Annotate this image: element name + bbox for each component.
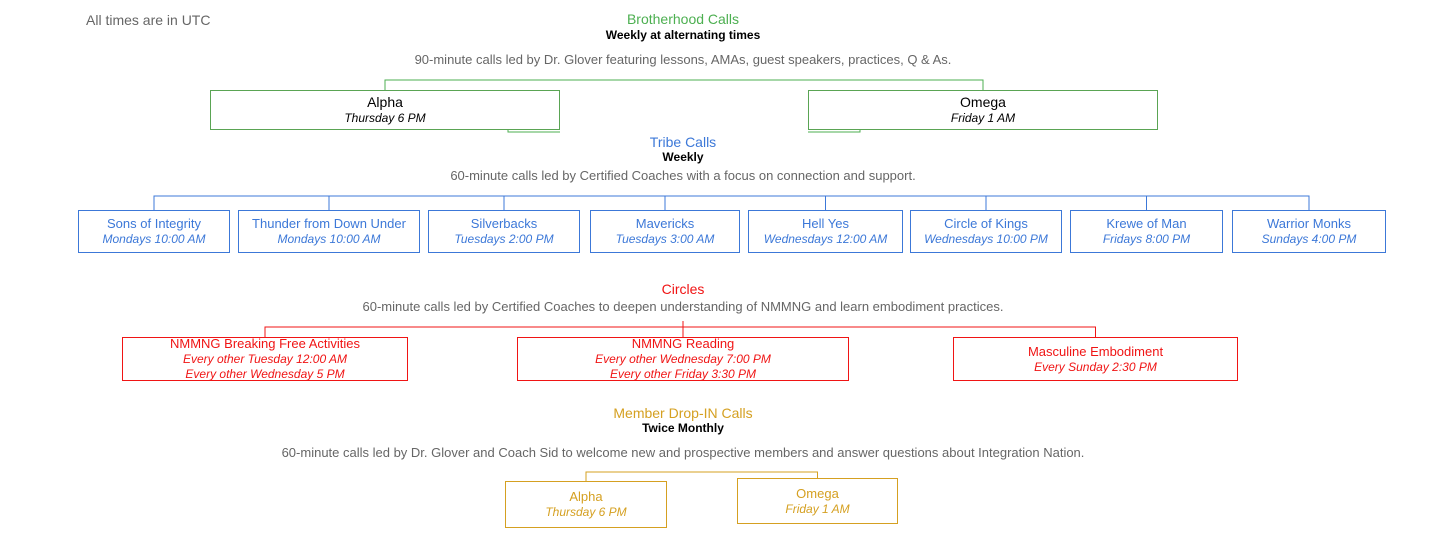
node-title: Silverbacks [470, 216, 538, 232]
node-time: Fridays 8:00 PM [1102, 232, 1191, 247]
brotherhood-omega-stub [808, 130, 861, 133]
section-desc-circles: 60-minute calls led by Certified Coaches… [362, 299, 1004, 314]
tribe-connector [153, 195, 1310, 210]
node-time: Tuesdays 2:00 PM [454, 232, 554, 247]
node-title: Alpha [569, 489, 603, 505]
node-title: Alpha [367, 94, 403, 111]
node-time: Every other Wednesday 5 PM [185, 366, 345, 381]
brotherhood-connector [384, 79, 984, 90]
node-time: Sundays 4:00 PM [1261, 232, 1357, 247]
section-desc-dropin: 60-minute calls led by Dr. Glover and Co… [281, 445, 1085, 460]
utc-note: All times are in UTC [86, 12, 211, 28]
node-time: Friday 1 AM [785, 501, 850, 516]
node-title: Mavericks [635, 216, 695, 232]
node-time: Every other Friday 3:30 PM [609, 366, 757, 381]
node-time: Wednesdays 10:00 PM [924, 232, 1048, 247]
circles-connector [264, 326, 1096, 337]
node-title: Circle of Kings [944, 216, 1028, 232]
node-tribe-circle-of-kings: Circle of Kings Wednesdays 10:00 PM [910, 210, 1062, 253]
node-title: Omega [796, 485, 839, 501]
node-time: Every other Wednesday 7:00 PM [595, 352, 771, 367]
section-desc-brotherhood: 90-minute calls led by Dr. Glover featur… [414, 52, 952, 67]
node-title: NMMNG Breaking Free Activities [170, 336, 360, 352]
node-brotherhood-alpha: Alpha Thursday 6 PM [210, 90, 560, 130]
section-desc-tribe: 60-minute calls led by Certified Coaches… [450, 168, 916, 183]
section-title-dropin: Member Drop-IN Calls [613, 405, 753, 421]
node-circles-breaking-free: NMMNG Breaking Free Activities Every oth… [122, 336, 408, 381]
node-title: Krewe of Man [1106, 216, 1187, 232]
node-dropin-omega: Omega Friday 1 AM [737, 478, 898, 524]
node-tribe-warrior-monks: Warrior Monks Sundays 4:00 PM [1232, 210, 1386, 253]
node-tribe-mavericks: Mavericks Tuesdays 3:00 AM [590, 210, 740, 253]
node-time: Thursday 6 PM [344, 111, 426, 126]
section-subtitle-brotherhood: Weekly at alternating times [605, 28, 761, 42]
node-circles-reading: NMMNG Reading Every other Wednesday 7:00… [517, 336, 849, 381]
node-time: Thursday 6 PM [545, 505, 627, 520]
node-title: NMMNG Reading [631, 336, 735, 352]
node-time: Every Sunday 2:30 PM [1034, 359, 1157, 374]
node-brotherhood-omega: Omega Friday 1 AM [808, 90, 1158, 130]
node-time: Every other Tuesday 12:00 AM [182, 352, 348, 367]
section-subtitle-tribe: Weekly [662, 150, 704, 164]
node-time: Tuesdays 3:00 AM [615, 232, 715, 247]
node-tribe-krewe-of-man: Krewe of Man Fridays 8:00 PM [1070, 210, 1223, 253]
section-title-brotherhood: Brotherhood Calls [626, 11, 740, 27]
node-title: Warrior Monks [1266, 216, 1352, 232]
node-circles-masculine-embodiment: Masculine Embodiment Every Sunday 2:30 P… [953, 337, 1238, 381]
node-title: Omega [960, 94, 1006, 111]
node-title: Thunder from Down Under [252, 216, 406, 232]
node-dropin-alpha: Alpha Thursday 6 PM [505, 481, 667, 528]
section-title-circles: Circles [661, 281, 705, 297]
node-time: Mondays 10:00 AM [102, 232, 206, 247]
node-tribe-hell-yes: Hell Yes Wednesdays 12:00 AM [748, 210, 903, 253]
dropin-connector [585, 471, 818, 481]
node-title: Hell Yes [802, 216, 849, 232]
node-title: Masculine Embodiment [1027, 343, 1164, 359]
node-time: Mondays 10:00 AM [277, 232, 381, 247]
brotherhood-alpha-stub [507, 130, 560, 133]
node-tribe-thunder-from-down-under: Thunder from Down Under Mondays 10:00 AM [238, 210, 420, 253]
node-time: Wednesdays 12:00 AM [763, 232, 888, 247]
section-title-tribe: Tribe Calls [649, 134, 717, 150]
node-tribe-silverbacks: Silverbacks Tuesdays 2:00 PM [428, 210, 580, 253]
node-title: Sons of Integrity [107, 216, 201, 232]
node-tribe-sons-of-integrity: Sons of Integrity Mondays 10:00 AM [78, 210, 230, 253]
section-subtitle-dropin: Twice Monthly [642, 421, 724, 435]
node-time: Friday 1 AM [950, 111, 1016, 126]
